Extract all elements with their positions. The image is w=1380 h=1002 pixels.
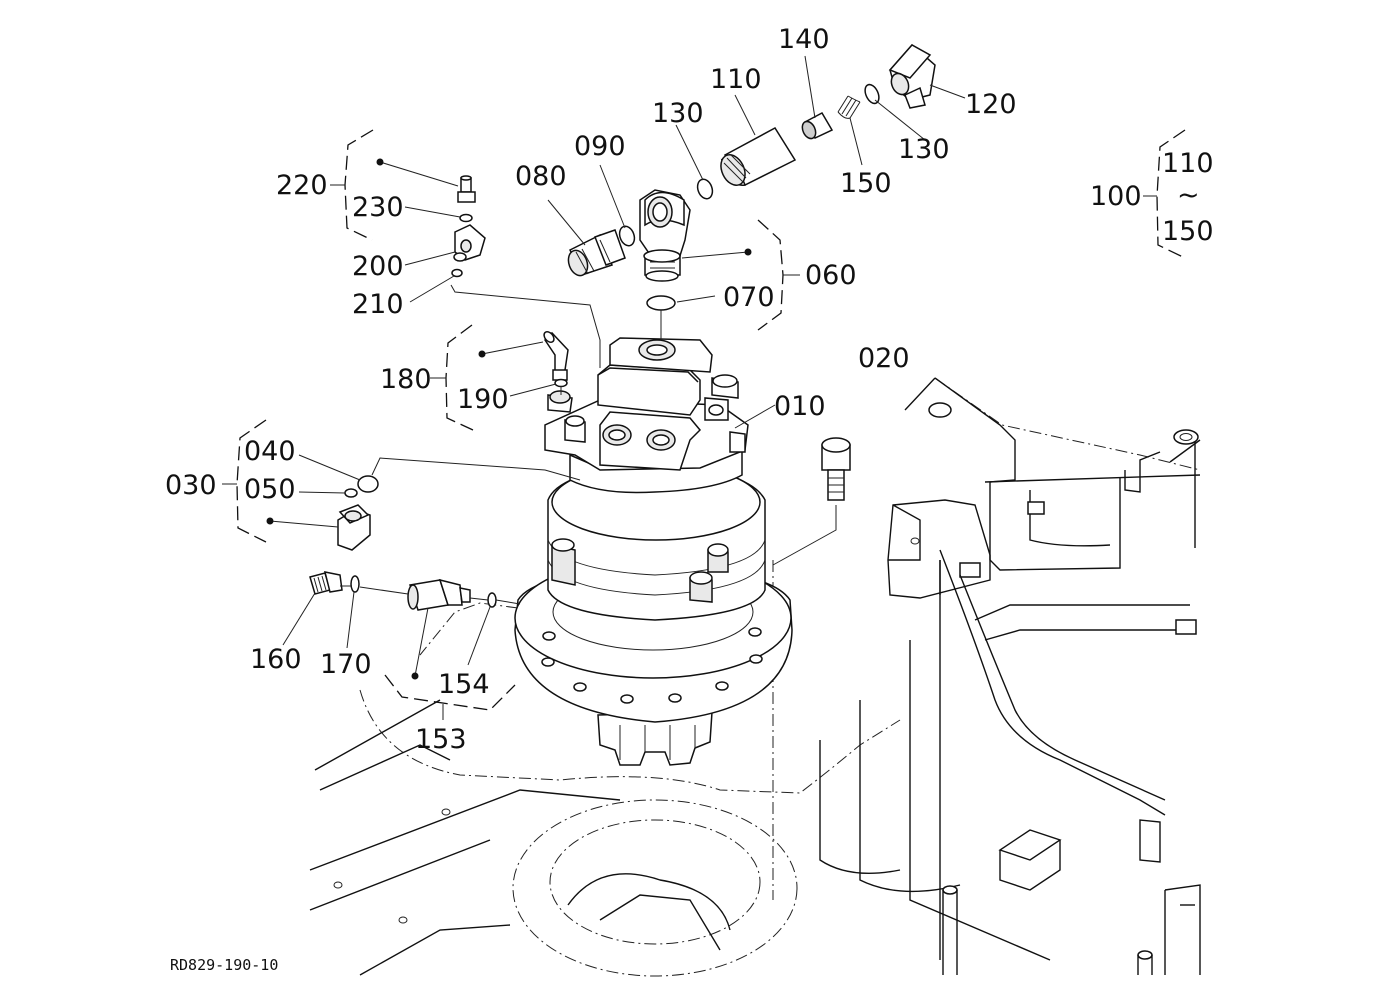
nipple-220 <box>457 175 476 203</box>
group-brackets <box>222 129 1186 720</box>
machine-frame-outline <box>309 377 1201 977</box>
adapter-200 <box>453 224 486 262</box>
callout-060: 060 <box>805 260 857 291</box>
callout-020: 020 <box>858 343 910 374</box>
callout-070: 070 <box>723 282 775 313</box>
callout-range-tilde: ~ <box>1177 180 1200 211</box>
callout-154: 154 <box>438 669 490 700</box>
leader-lines <box>266 55 966 680</box>
fitting-160 <box>309 571 343 595</box>
flange-bolt-holes <box>541 627 763 704</box>
callout-210: 210 <box>352 289 404 320</box>
o-ring-130-left <box>696 178 714 200</box>
callout-160: 160 <box>250 644 302 675</box>
spring-150 <box>837 95 861 119</box>
swing-motor-010 <box>514 337 793 766</box>
callout-180: 180 <box>380 364 432 395</box>
callout-080: 080 <box>515 161 567 192</box>
drawing-code: RD829-190-10 <box>170 956 278 974</box>
callout-110: 110 <box>710 64 762 95</box>
callout-labels: 010 020 030 040 050 060 070 080 090 100 … <box>165 24 1214 755</box>
callout-010: 010 <box>774 391 826 422</box>
fitting-030 <box>337 504 371 551</box>
o-ring-170 <box>350 575 360 593</box>
o-ring-230 <box>459 213 473 223</box>
callout-120: 120 <box>965 89 1017 120</box>
o-ring-070 <box>646 295 676 311</box>
bolt-020 <box>821 437 851 501</box>
callout-150: 150 <box>840 168 892 199</box>
housing-bolts <box>551 538 729 603</box>
leader-020-to-flange <box>772 505 837 566</box>
o-ring-210 <box>451 268 463 278</box>
o-ring-154 <box>487 592 497 608</box>
elbow-fitting-060 <box>639 189 691 282</box>
callout-230: 230 <box>352 192 404 223</box>
callout-130-left: 130 <box>652 98 704 129</box>
callout-130-right: 130 <box>898 134 950 165</box>
axis-line-153 <box>340 585 521 605</box>
o-ring-190 <box>554 378 568 388</box>
o-ring-050 <box>344 488 358 498</box>
callout-220: 220 <box>276 170 328 201</box>
callout-153: 153 <box>415 724 467 755</box>
o-ring-130-right <box>864 83 880 105</box>
relief-valve-110 <box>720 127 797 187</box>
callout-030: 030 <box>165 470 217 501</box>
callout-100: 100 <box>1090 181 1142 212</box>
connector-080 <box>567 229 626 277</box>
o-ring-040 <box>357 475 379 493</box>
o-ring-090 <box>618 225 636 247</box>
elbow-adapter-120 <box>888 43 936 109</box>
callout-140: 140 <box>778 24 830 55</box>
leader-200-to-motor <box>450 284 601 368</box>
callout-110-range: 110 <box>1162 148 1214 179</box>
callout-050: 050 <box>244 474 296 505</box>
plug-140 <box>801 112 834 140</box>
elbow-180 <box>543 330 569 381</box>
callout-090: 090 <box>574 131 626 162</box>
callout-190: 190 <box>457 384 509 415</box>
callout-040: 040 <box>244 436 296 467</box>
callout-150-range: 150 <box>1162 216 1214 247</box>
callout-200: 200 <box>352 251 404 282</box>
callout-170: 170 <box>320 649 372 680</box>
check-valve-153 <box>407 578 471 611</box>
leader-040-to-motor <box>371 457 581 481</box>
